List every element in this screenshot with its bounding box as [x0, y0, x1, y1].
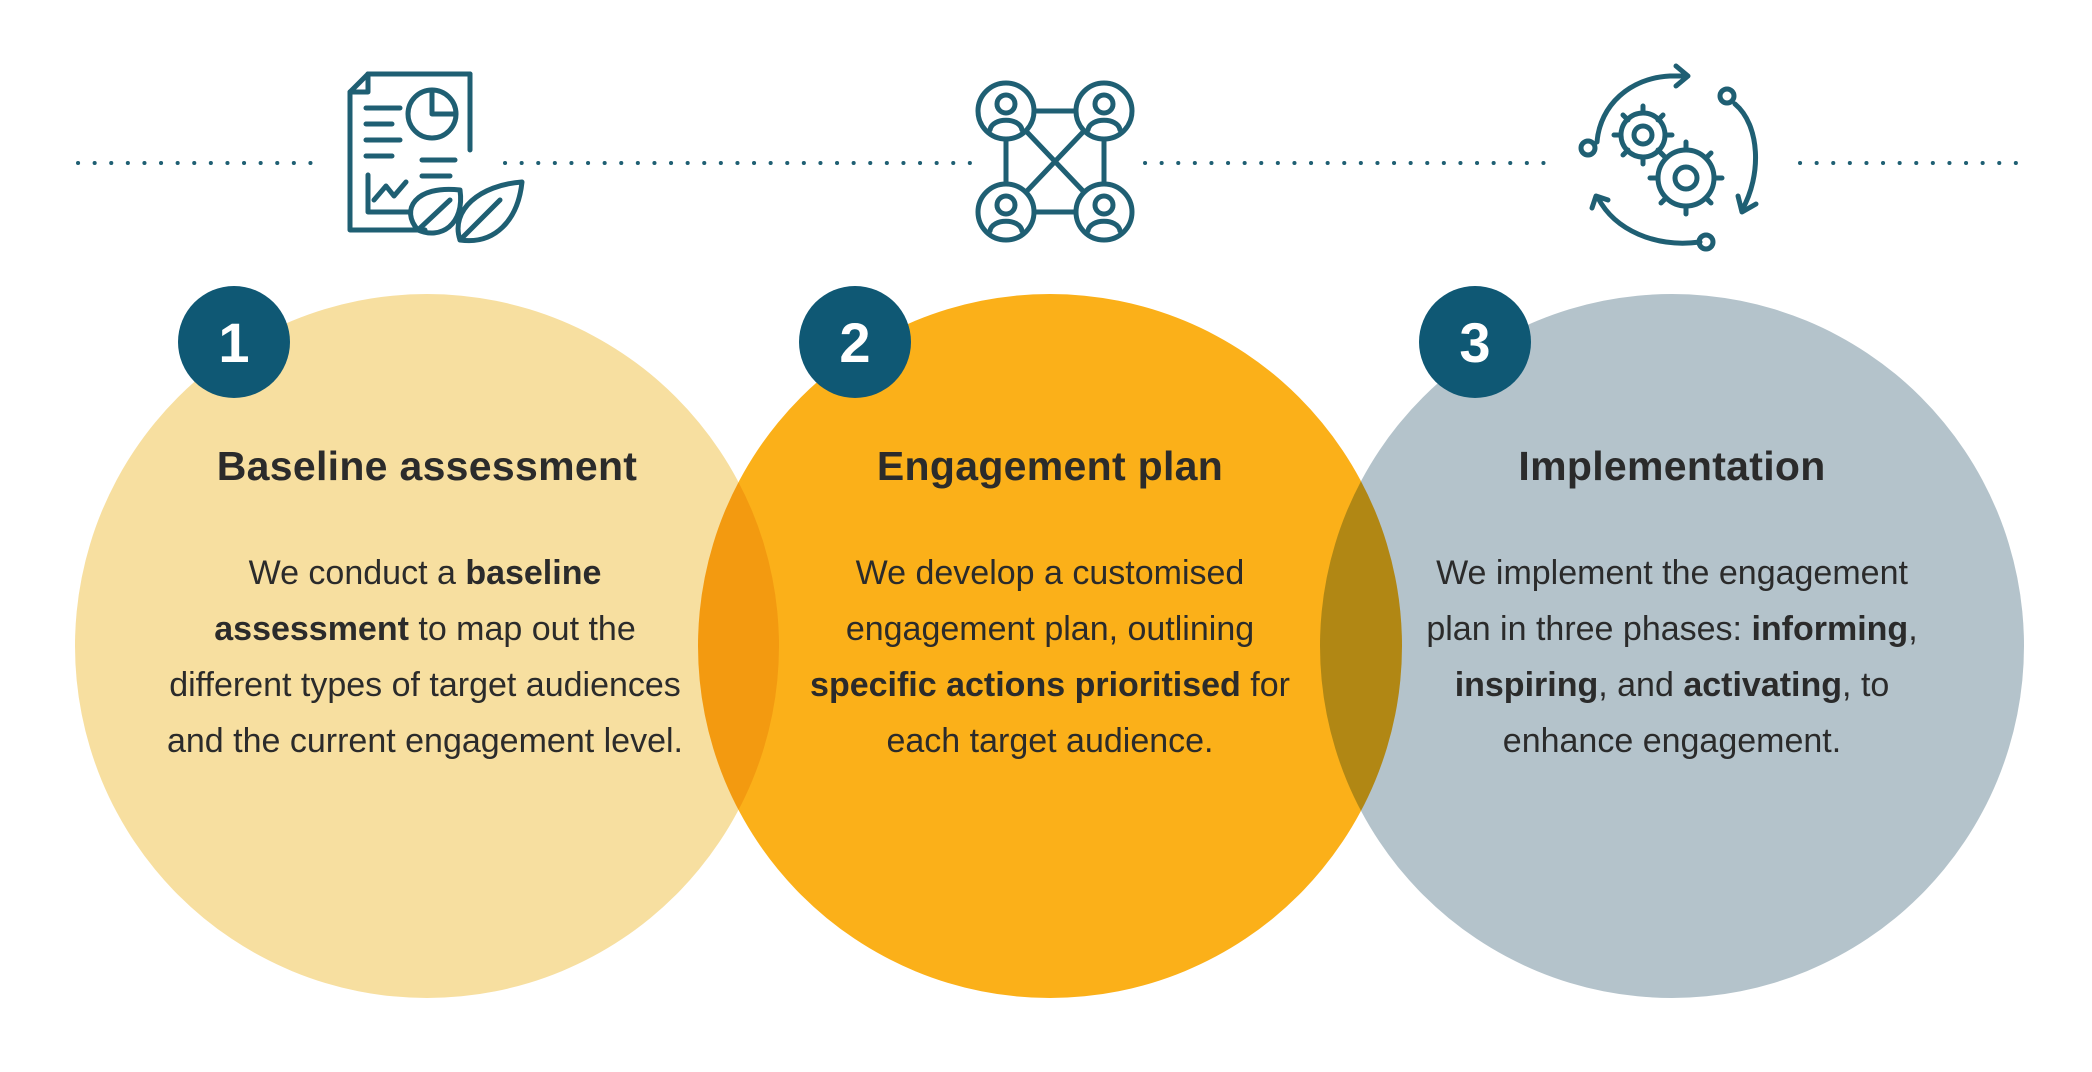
step-1-circle [75, 294, 779, 998]
description-text: for each target audience. [886, 666, 1290, 760]
step-3-description: We implement the engagement plan in thre… [1412, 545, 1932, 769]
emphasis-text: baseline assessment [214, 554, 602, 648]
step-1-description: We conduct a baseline assessment to map … [165, 545, 685, 769]
description-text: to map out the different types of target… [166, 610, 683, 760]
step-2-description: We develop a customised engagement plan,… [790, 545, 1310, 769]
emphasis-text: specific actions prioritised [810, 666, 1241, 704]
step-3-title: Implementation [1518, 443, 1826, 489]
step-2-circle [698, 294, 1402, 998]
step-1-badge: 1 [178, 286, 290, 398]
description-text: We develop a customised engagement plan,… [845, 554, 1255, 648]
step-1-number: 1 [218, 311, 249, 374]
step-3-number: 3 [1459, 311, 1490, 374]
report-chart-leaf-icon [347, 71, 525, 244]
description-text: We implement the engagement plan in thre… [1426, 554, 1908, 648]
step-1-title: Baseline assessment [216, 443, 638, 489]
step-2-badge: 2 [799, 286, 911, 398]
step-3-circle [1320, 294, 2024, 998]
emphasis-text: activating [1683, 666, 1843, 704]
description-text: , and [1598, 666, 1684, 704]
emphasis-text: inspiring [1454, 666, 1599, 704]
gears-cycle-icon [1578, 63, 1759, 252]
step-3-badge: 3 [1419, 286, 1531, 398]
description-text: We conduct a [248, 554, 466, 592]
network-people-icon [975, 80, 1135, 243]
description-text: , to enhance engagement. [1502, 666, 1890, 760]
step-2-title: Engagement plan [876, 443, 1224, 489]
emphasis-text: informing [1751, 610, 1909, 648]
step-2-number: 2 [839, 311, 870, 374]
description-text: , [1908, 610, 1918, 648]
